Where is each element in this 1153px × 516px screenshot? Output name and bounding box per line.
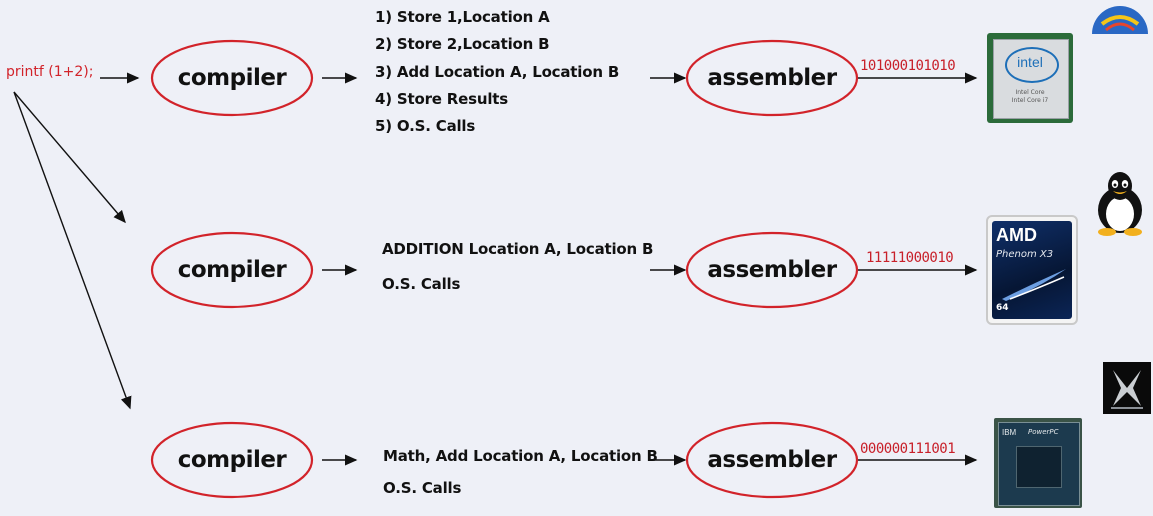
machine-code-2: 11111000010 <box>866 250 954 266</box>
chip-swoosh-icon <box>1002 269 1066 301</box>
chip-die <box>1016 446 1062 488</box>
compiler-label-1: compiler <box>177 65 287 91</box>
intel-processor-icon: intel Intel Core Intel Core i7 <box>987 33 1073 123</box>
linux-penguin-icon <box>1098 172 1142 236</box>
assembler-oval-2 <box>685 231 859 309</box>
machine-code-3: 000000111001 <box>860 441 956 457</box>
compiler-oval-3 <box>150 421 314 499</box>
compiler-label-2: compiler <box>177 257 287 283</box>
machine-code-1: 101000101010 <box>860 58 956 74</box>
ibm-powerpc-processor-icon: IBM PowerPC <box>994 418 1082 508</box>
step-text: O.S. Calls <box>383 479 462 497</box>
chip-model-text: Intel Core i7 <box>1011 97 1049 104</box>
compiler-oval-1 <box>150 39 314 117</box>
step-text: 3) Add Location A, Location B <box>375 63 620 81</box>
compiler-oval-2 <box>150 231 314 309</box>
ibm-logo-text: IBM <box>1002 428 1017 437</box>
chip-bits-text: 64 <box>996 303 1009 313</box>
amd-processor-icon: AMD Phenom X3 64 <box>986 215 1078 325</box>
assembler-oval-3 <box>685 421 859 499</box>
assembler-oval-1 <box>685 39 859 117</box>
assembler-label-1: assembler <box>707 65 837 91</box>
assembler-label-3: assembler <box>707 447 837 473</box>
step-text: O.S. Calls <box>382 275 461 293</box>
assembler-label-2: assembler <box>707 257 837 283</box>
compiler-label-3: compiler <box>177 447 287 473</box>
mac-os-x-icon <box>1103 362 1151 414</box>
amd-logo-text: AMD <box>996 225 1037 245</box>
chip-model-text: Phenom X3 <box>996 249 1054 260</box>
chip-model-text: Intel Core <box>1015 89 1045 96</box>
step-text: 2) Store 2,Location B <box>375 35 550 53</box>
source-code: printf (1+2); <box>6 64 94 80</box>
step-text: Math, Add Location A, Location B <box>383 447 658 465</box>
step-text: 5) O.S. Calls <box>375 117 476 135</box>
intel-logo-text: intel <box>1017 54 1043 70</box>
step-text: 4) Store Results <box>375 90 508 108</box>
step-text: ADDITION Location A, Location B <box>382 240 654 258</box>
step-text: 1) Store 1,Location A <box>375 8 550 26</box>
windows-logo-icon <box>1092 6 1148 34</box>
chip-face <box>992 221 1072 319</box>
branch-arrow-3 <box>13 91 132 410</box>
branch-arrow-2 <box>13 91 126 224</box>
intel-logo-ring <box>1005 47 1059 83</box>
chip-model-text: PowerPC <box>1028 428 1059 436</box>
